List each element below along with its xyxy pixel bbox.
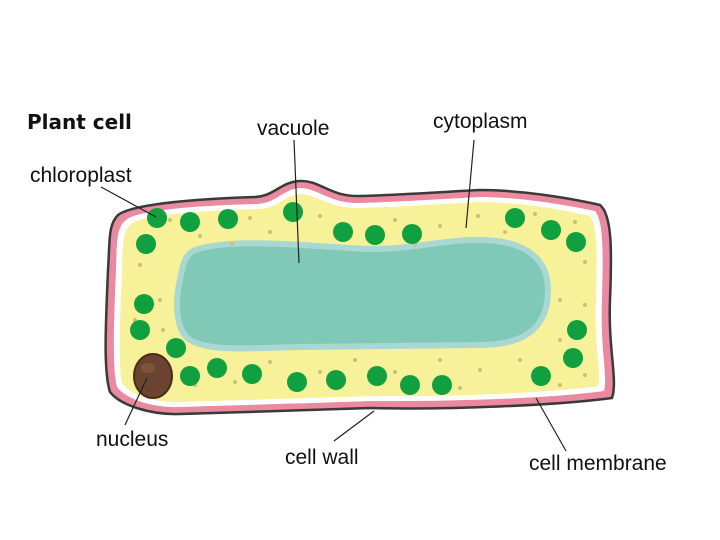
- chloroplast: [180, 212, 200, 232]
- cell-wall-label: cell wall: [285, 446, 359, 469]
- chloroplast: [333, 222, 353, 242]
- chloroplast: [134, 294, 154, 314]
- chloroplast: [283, 202, 303, 222]
- cell-wall-leader: [333, 410, 375, 442]
- chloroplast: [505, 208, 525, 228]
- chloroplast: [130, 320, 150, 340]
- chloroplast: [218, 209, 238, 229]
- chloroplast: [566, 232, 586, 252]
- chloroplast: [147, 208, 167, 228]
- cell-membrane-leader: [535, 397, 567, 452]
- chloroplast: [365, 225, 385, 245]
- chloroplast: [400, 375, 420, 395]
- leader-lines: [100, 139, 567, 452]
- chloroplast: [563, 348, 583, 368]
- chloroplasts: [130, 202, 587, 395]
- chloroplast: [207, 358, 227, 378]
- chloroplast: [531, 366, 551, 386]
- diagram-title: Plant cell: [27, 110, 132, 134]
- chloroplast: [166, 338, 186, 358]
- chloroplast: [367, 366, 387, 386]
- nucleus: [133, 353, 173, 399]
- nucleus-leader: [124, 377, 148, 426]
- chloroplast: [541, 220, 561, 240]
- nucleus-label: nucleus: [96, 428, 169, 451]
- cell-membrane-label: cell membrane: [529, 452, 667, 475]
- vacuole-label: vacuole: [257, 117, 330, 140]
- chloroplast: [326, 370, 346, 390]
- chloroplast: [432, 375, 452, 395]
- chloroplast: [242, 364, 262, 384]
- chloroplast: [136, 234, 156, 254]
- chloroplast-leader: [100, 186, 157, 218]
- chloroplast-label: chloroplast: [30, 164, 132, 187]
- chloroplast: [180, 366, 200, 386]
- chloroplast: [402, 224, 422, 244]
- cytoplasm-leader: [465, 139, 475, 229]
- vacuole: [174, 236, 552, 352]
- chloroplast: [567, 320, 587, 340]
- cytoplasm-label: cytoplasm: [433, 110, 528, 133]
- vacuole-leader: [293, 139, 300, 264]
- chloroplast: [287, 372, 307, 392]
